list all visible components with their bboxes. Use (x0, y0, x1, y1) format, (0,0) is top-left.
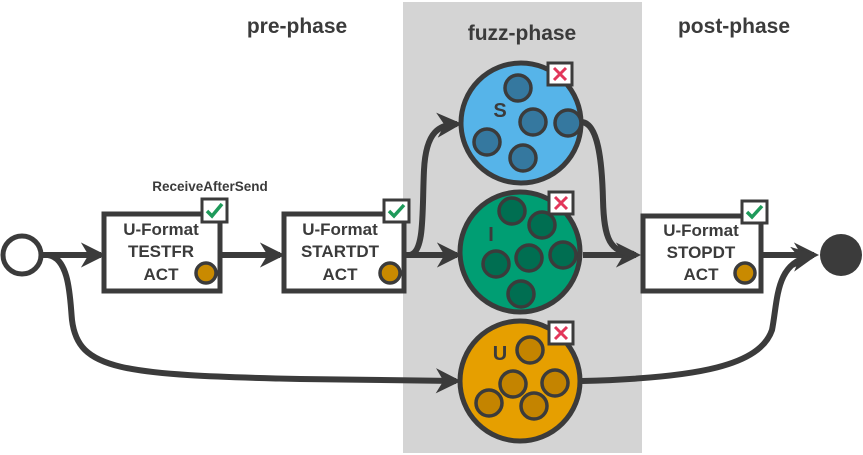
check-icon (740, 199, 769, 225)
box-type-label: STOPDT (667, 243, 736, 262)
box-format-label: U-Format (302, 220, 378, 239)
cluster-letter: S (493, 100, 506, 122)
check-icon (200, 197, 229, 224)
act-dot-icon (733, 261, 757, 285)
state-box-stopdt[interactable]: U-Format STOPDT ACT (640, 199, 769, 294)
cluster-letter: U (493, 343, 507, 365)
cross-icon (547, 190, 575, 216)
state-box-startdt[interactable]: U-Format STARTDT ACT (281, 198, 411, 294)
start-node (0, 233, 44, 277)
receive-after-send-label: ReceiveAfterSend (152, 179, 268, 194)
fuzz-phase-label: fuzz-phase (468, 22, 577, 45)
cross-icon (547, 320, 575, 346)
box-function-label: ACT (684, 265, 720, 284)
edge-startdt-to-s-cluster (408, 112, 463, 258)
box-format-label: U-Format (123, 220, 199, 239)
i-format-cluster[interactable]: I (457, 189, 583, 315)
cross-icon (546, 61, 574, 87)
i-apdu-dots (481, 196, 578, 309)
act-dot-icon (378, 261, 402, 285)
box-format-label: U-Format (663, 221, 739, 240)
u-apdu-dots (474, 335, 570, 421)
check-icon (382, 198, 411, 224)
box-type-label: STARTDT (301, 242, 380, 261)
cluster-letter: I (488, 224, 494, 246)
s-apdu-dots (472, 73, 583, 173)
s-format-cluster[interactable]: S (458, 60, 584, 186)
edge-s-cluster-to-stopdt (581, 119, 635, 257)
act-dot-icon (194, 261, 218, 285)
pre-phase-label: pre-phase (247, 15, 347, 38)
box-type-label: TESTFR (128, 242, 194, 261)
state-box-testfr[interactable]: U-Format TESTFR ACT (101, 197, 229, 294)
box-function-label: ACT (144, 265, 180, 284)
box-function-label: ACT (323, 265, 359, 284)
edge-u-cluster-to-end (581, 246, 817, 384)
u-format-cluster[interactable]: U (457, 318, 583, 444)
end-node (820, 234, 862, 276)
edge-start-to-u-cluster (47, 252, 462, 394)
post-phase-label: post-phase (678, 15, 790, 38)
